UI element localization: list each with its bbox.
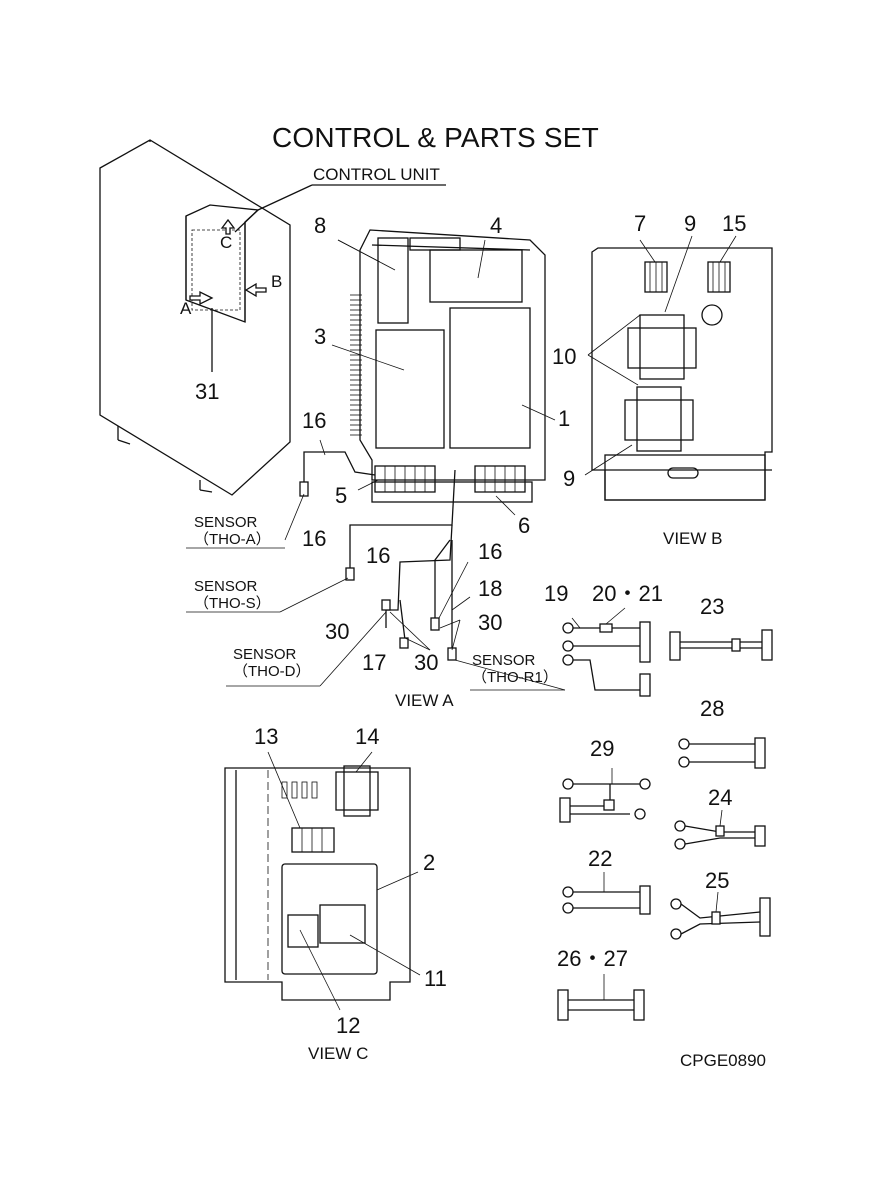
view-a-caption: VIEW A — [395, 691, 454, 710]
part-number-9-top: 9 — [684, 211, 697, 236]
view-c-drawing — [224, 751, 421, 1011]
part-number-24: 24 — [708, 785, 733, 810]
part-number-2: 2 — [423, 850, 436, 875]
harness-drawings — [557, 607, 773, 1021]
sensor-tho-d-label: SENSOR （THO-D） — [233, 646, 311, 680]
sensor-tho-r1-label: SENSOR （THO-R1） — [472, 652, 558, 686]
part-number-20-21: 20・21 — [592, 581, 663, 606]
part-number-18: 18 — [478, 576, 503, 601]
part-number-26-27: 26・27 — [557, 946, 628, 971]
view-letter-a: A — [180, 299, 192, 318]
view-b-drawing — [584, 235, 773, 501]
diagram-title: CONTROL & PARTS SET — [272, 122, 599, 153]
part-number-16-tho-s: 16 — [302, 526, 327, 551]
part-number-8: 8 — [314, 213, 327, 238]
part-number-14: 14 — [355, 724, 380, 749]
part-number-7: 7 — [634, 211, 647, 236]
part-number-23: 23 — [700, 594, 725, 619]
part-number-6: 6 — [518, 513, 531, 538]
part-number-16-tho-d: 16 — [366, 543, 391, 568]
part-number-16-tho-a: 16 — [302, 408, 327, 433]
part-number-13: 13 — [254, 724, 279, 749]
part-number-29: 29 — [590, 736, 615, 761]
part-number-30-d: 30 — [414, 650, 439, 675]
part-number-28: 28 — [700, 696, 725, 721]
part-number-12: 12 — [336, 1013, 361, 1038]
view-letter-c: C — [220, 233, 233, 252]
sensor-tho-s-label: SENSOR （THO-S） — [194, 578, 271, 612]
part-number-3: 3 — [314, 324, 327, 349]
view-a-control-box-drawing — [186, 229, 566, 691]
drawing-code: CPGE0890 — [680, 1051, 766, 1070]
part-number-9-bottom: 9 — [563, 466, 576, 491]
part-number-4: 4 — [490, 213, 503, 238]
part-number-19: 19 — [544, 581, 569, 606]
part-number-1: 1 — [558, 406, 571, 431]
part-number-31: 31 — [195, 379, 220, 404]
view-b-caption: VIEW B — [663, 529, 723, 548]
unit-cabinet-drawing — [99, 139, 446, 496]
part-number-5: 5 — [335, 483, 348, 508]
part-number-30-s: 30 — [325, 619, 350, 644]
part-number-11: 11 — [424, 966, 447, 991]
part-number-10: 10 — [552, 344, 577, 369]
view-c-caption: VIEW C — [308, 1044, 369, 1063]
part-number-22: 22 — [588, 846, 613, 871]
control-unit-label: CONTROL UNIT — [313, 165, 440, 184]
sensor-tho-a-label: SENSOR （THO-A） — [194, 514, 271, 548]
part-number-15: 15 — [722, 211, 747, 236]
part-number-25: 25 — [705, 868, 730, 893]
part-number-17: 17 — [362, 650, 387, 675]
part-number-30-r1: 30 — [478, 610, 503, 635]
part-number-16-tho-r1: 16 — [478, 539, 503, 564]
view-letter-b: B — [271, 272, 283, 291]
